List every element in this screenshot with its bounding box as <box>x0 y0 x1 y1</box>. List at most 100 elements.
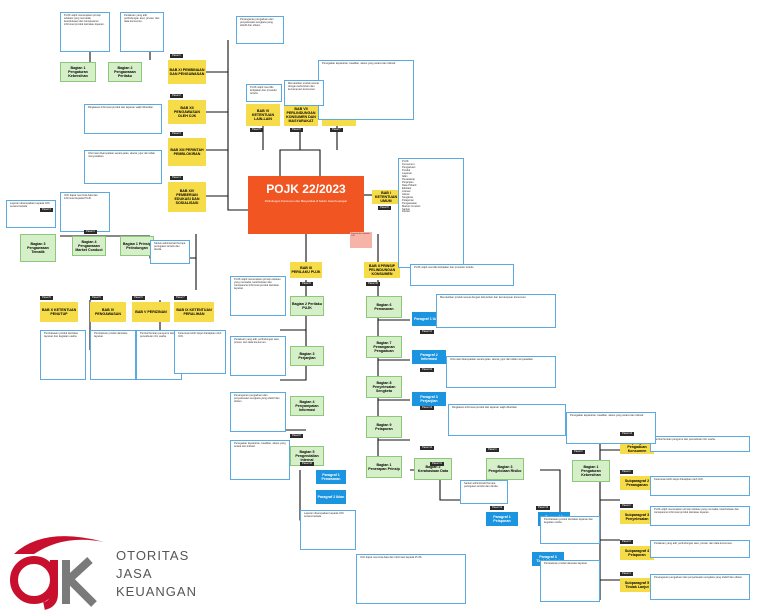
note-box: Pembekuan produk dan/atau layanan. <box>540 560 600 602</box>
article-tag: Pasal 9 <box>290 434 303 438</box>
stamp-note: Diunduh dari website OJK <box>350 232 372 248</box>
part-node[interactable]: Paragraf 2 Informasi <box>412 350 446 364</box>
subsection-node[interactable]: Subparagraf 5 Tindak Lanjut <box>620 578 654 592</box>
article-tag: Pasal 1 <box>170 54 183 58</box>
section-node[interactable]: Bagian 7 Penanganan Pengaduan <box>366 336 402 358</box>
central-node[interactable]: POJK 22/2023 Pelindungan Konsumen dan Ma… <box>248 176 364 234</box>
note-box: Pembekuan produk dan/atau layanan. <box>90 330 136 380</box>
section-node[interactable]: Bagian 3 Pengawasan Tematik <box>20 234 56 262</box>
article-tag: Pasal 5 <box>250 128 263 132</box>
ojk-logo: OTORITAS JASA KEUANGAN <box>4 524 234 610</box>
subsection-node[interactable]: Subparagraf 3 Penyelesaian <box>620 510 654 524</box>
chapter-node[interactable]: BAB X KETENTUAN PENUTUP <box>40 302 78 322</box>
note-box: PUJK wajib menerapkan prinsip edukasi ya… <box>60 12 110 52</box>
definition-item: Konsumen <box>402 162 415 166</box>
note-box: Perlakuan yang adil, perlindungan aset, … <box>230 336 286 376</box>
note-box: Ketentuan lebih lanjut ditetapkan oleh O… <box>174 330 226 374</box>
article-tag: Pasal 6 <box>132 296 145 300</box>
definition-item: Pengawasan <box>402 201 417 205</box>
article-tag: Pasal 4 <box>40 208 53 212</box>
part-node[interactable]: Paragraf 2 Iklan <box>316 490 346 504</box>
chapter-node[interactable]: BAB XIII PERINTAH PEMBLOKIRAN <box>168 138 206 166</box>
article-tag: Pasal 2 <box>620 504 633 508</box>
article-tag: Pasal 14 <box>620 432 635 436</box>
chapter-node[interactable]: BAB XIV PEMBERIAN EDUKASI DAN SOSIALISAS… <box>168 182 206 212</box>
note-box: Ringkasan informasi produk dan layanan w… <box>448 404 566 436</box>
article-tag: Pasal 1 <box>486 448 499 452</box>
article-tag: Pasal 7 <box>330 128 343 132</box>
subsection-node[interactable]: Subparagraf 2 Penanganan <box>620 476 654 490</box>
hub-title: POJK 22/2023 <box>266 182 346 196</box>
definition-item: Sengketa <box>402 195 413 199</box>
note-box: Penanganan pengaduan dan penyelesaian se… <box>236 16 284 44</box>
section-node[interactable]: Bagian 1 Pengaturan Kebersihan <box>572 460 610 482</box>
article-tag: Pasal 14 <box>420 446 435 450</box>
definition-item: Data Pribadi <box>402 183 417 187</box>
chapter-node[interactable]: BAB VII PERLINDUNGAN KONSUMEN DAN MASYAR… <box>284 104 318 126</box>
section-node[interactable]: Bagian 9 Pelaporan <box>366 416 402 438</box>
note-box: Perlakuan yang adil, perlindungan aset, … <box>120 12 164 52</box>
definition-item: Literasi <box>402 189 411 193</box>
section-node[interactable]: Bagian 3 Pengelolaan Risiko <box>486 458 524 480</box>
note-box: Informasi disampaikan secara jelas, akur… <box>84 150 162 184</box>
section-node[interactable]: Bagian 4 Pengawasan Market Conduct <box>72 236 106 256</box>
note-box: Informasi disampaikan secara jelas, akur… <box>446 356 556 388</box>
chapter-node[interactable]: BAB IX KETENTUAN PERALIHAN <box>174 302 214 322</box>
chapter-node[interactable]: BAB IV PENGAWASAN <box>90 302 126 322</box>
article-tag: Pasal 12 <box>490 506 505 510</box>
article-tag: Pasal 3 <box>170 132 183 136</box>
part-node[interactable]: Paragraf 1 Penawaran <box>316 470 346 484</box>
article-tag: Pasal 10 <box>300 462 315 466</box>
section-node[interactable]: Bagian 2 Perilaku PUJK <box>290 296 324 316</box>
note-box: Sanksi administratif berupa peringatan t… <box>460 480 508 504</box>
chapter-node[interactable]: BAB III PERILAKU PUJK <box>290 262 322 278</box>
connector-line <box>227 40 248 211</box>
section-node[interactable]: Bagian 1 Pengaturan Kebersihan <box>60 62 96 82</box>
section-node[interactable]: Bagian 5 Pengendalian Internal <box>290 446 324 466</box>
article-tag: Pasal 4 <box>170 176 183 180</box>
note-box: Laporan disampaikan kepada OJK secara be… <box>6 200 56 228</box>
chapter-node[interactable]: BAB V PERIZINAN <box>132 302 170 322</box>
chapter-node[interactable]: BAB XII PENGAWASAN OLEH OJK <box>168 100 206 124</box>
definition-item: Direksi <box>402 210 410 214</box>
note-box: Pembatasan produk dan/atau layanan dan k… <box>540 516 600 544</box>
section-node[interactable]: Bagian 1 Prinsip Pelindungan <box>120 236 154 256</box>
note-box: Penanganan pengaduan dan penyelesaian se… <box>230 392 286 432</box>
note-box: Laporan disampaikan kepada OJK secara be… <box>300 510 356 550</box>
definition-item: Penawaran <box>402 177 416 181</box>
article-tag: Pasal 9 <box>300 282 313 286</box>
definition-item: Inklusi <box>402 192 410 196</box>
part-node[interactable]: Paragraf 3 Perjanjian <box>412 392 446 406</box>
article-tag: Pasal 1 <box>620 470 633 474</box>
brand-line-3: KEUANGAN <box>116 584 197 599</box>
section-node[interactable]: Bagian 8 Penyelesaian Sengketa <box>366 376 402 398</box>
section-node[interactable]: Bagian 6 Pemasaran <box>366 296 402 318</box>
definition-item: Produk <box>402 168 411 172</box>
article-tag: Pasal 6 <box>290 128 303 132</box>
chapter-node[interactable]: BAB VI KETENTUAN LAIN-LAIN <box>246 104 280 126</box>
article-tag: Pasal 8 <box>378 206 391 210</box>
chapter-node[interactable]: BAB XI PEMBINAAN DAN PENGAWASAN <box>168 60 206 84</box>
section-node[interactable]: Bagian 4 Penyampaian Informasi <box>290 396 324 416</box>
note-box: Ketentuan lebih lanjut ditetapkan oleh O… <box>650 476 750 496</box>
definition-item: PUJK <box>402 160 409 163</box>
chapter-node[interactable]: BAB I KETENTUAN UMUM <box>372 190 400 204</box>
part-node[interactable]: Paragraf 1 Pelaporan <box>486 512 518 526</box>
article-tag: Pasal 11 <box>420 330 434 334</box>
definition-item: Edukasi <box>402 186 412 190</box>
subsection-node[interactable]: Subparagraf 4 Pelaporan <box>620 546 654 560</box>
note-box: Perlakuan yang adil, perlindungan aset, … <box>650 540 750 558</box>
section-node[interactable]: Bagian 3 Perjanjian <box>290 346 324 366</box>
chapter-node[interactable]: BAB II PRINSIP PELINDUNGAN KONSUMEN <box>364 262 400 278</box>
ojk-logo-mark <box>10 536 104 610</box>
definition-item: Iklan <box>402 174 408 178</box>
note-box: Penegakan kepatuhan, keadilan, akses yan… <box>230 440 290 480</box>
definition-item: Pengaduan <box>402 165 416 169</box>
article-tag: Pasal 10 <box>366 282 381 286</box>
note-box: Memastikan produk sesuai dengan kebutuha… <box>284 80 324 106</box>
article-tag: Pasal 7 <box>174 296 187 300</box>
definition-item: Sanksi <box>402 207 410 211</box>
brand-line-1: OTORITAS <box>116 548 190 563</box>
section-node[interactable]: Bagian 2 Pengawasan Perilaku <box>108 62 142 82</box>
section-node[interactable]: Bagian 1 Penerapan Prinsip <box>366 456 402 478</box>
